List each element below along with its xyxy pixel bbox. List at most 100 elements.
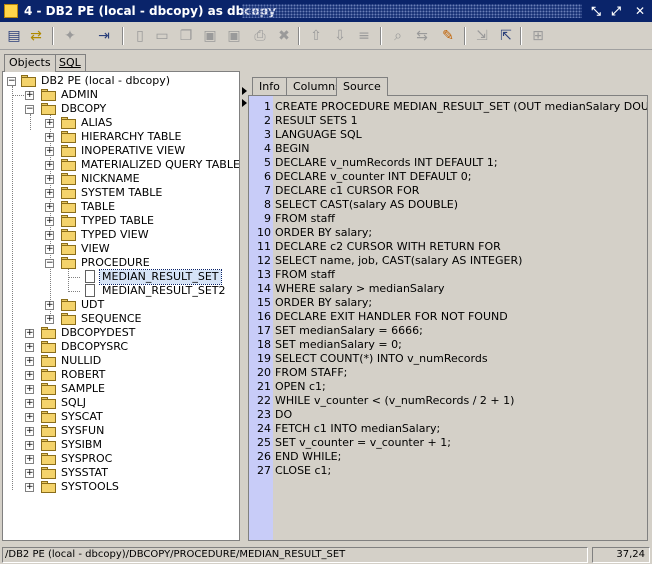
code-line[interactable]: DECLARE c1 CURSOR FOR <box>275 184 420 197</box>
code-line[interactable]: DECLARE c2 CURSOR WITH RETURN FOR <box>275 240 501 253</box>
code-line[interactable]: SET medianSalary = 0; <box>275 338 402 351</box>
folder-icon <box>61 299 77 311</box>
down-icon[interactable]: ⇩ <box>334 28 346 44</box>
open-icon[interactable]: ▭ <box>155 28 169 44</box>
code-line[interactable]: WHERE salary > medianSalary <box>275 282 445 295</box>
layout-icon[interactable]: ⊞ <box>532 28 544 44</box>
find-icon[interactable]: ⌕ <box>394 28 402 44</box>
step-icon[interactable]: ⇥ <box>98 28 110 44</box>
line-number: 8 <box>264 198 271 211</box>
delete-icon[interactable]: ✖ <box>278 28 290 44</box>
code-line[interactable]: SELECT name, job, CAST(salary AS INTEGER… <box>275 254 523 267</box>
restore-icon[interactable]: ⤡ <box>591 4 601 18</box>
procedure-icon <box>85 284 95 297</box>
code-line[interactable]: OPEN c1; <box>275 380 326 393</box>
properties-icon[interactable]: ▤ <box>7 28 21 44</box>
line-number: 13 <box>257 268 271 281</box>
code-line[interactable]: SET v_counter = v_counter + 1; <box>275 436 451 449</box>
folder-icon <box>41 439 57 451</box>
code-line[interactable]: SET medianSalary = 6666; <box>275 324 423 337</box>
folder-icon <box>41 425 57 437</box>
object-tree[interactable]: − DB2 PE (local - dbcopy) + ADMIN − DBCO… <box>2 71 240 541</box>
import-icon[interactable]: ⇲ <box>476 28 488 44</box>
tab-sql[interactable]: SQL <box>54 54 86 71</box>
code-line[interactable]: FETCH c1 INTO medianSalary; <box>275 422 441 435</box>
folder-icon <box>41 467 57 479</box>
tab-info[interactable]: Info <box>252 77 287 95</box>
replace-icon[interactable]: ⇆ <box>416 28 428 44</box>
copy-icon[interactable]: ❐ <box>179 28 193 44</box>
line-number: 15 <box>257 296 271 309</box>
line-number: 17 <box>257 324 271 337</box>
refresh-icon[interactable]: ⇄ <box>30 28 42 44</box>
folder-icon <box>61 313 77 325</box>
code-line[interactable]: ORDER BY salary; <box>275 226 373 239</box>
status-path: /DB2 PE (local - dbcopy)/DBCOPY/PROCEDUR… <box>2 547 588 563</box>
tab-source[interactable]: Source <box>336 77 388 96</box>
cursor-position: 37,24 <box>592 547 650 563</box>
line-number: 3 <box>264 128 271 141</box>
format-icon[interactable]: ✎ <box>442 28 454 44</box>
export-icon[interactable]: ⇱ <box>500 28 512 44</box>
code-line[interactable]: RESULT SETS 1 <box>275 114 358 127</box>
panel-splitter[interactable] <box>242 71 248 541</box>
line-number: 24 <box>257 422 271 435</box>
folder-icon <box>61 215 77 227</box>
folder-icon <box>61 117 77 129</box>
line-number: 19 <box>257 352 271 365</box>
code-line[interactable]: DECLARE v_numRecords INT DEFAULT 1; <box>275 156 498 169</box>
maximize-icon[interactable]: ⤢ <box>611 4 621 18</box>
line-number: 5 <box>264 156 271 169</box>
line-number: 16 <box>257 310 271 323</box>
code-line[interactable]: END WHILE; <box>275 450 342 463</box>
toolbar: ▤ ⇄ ✦ ⇥ ▯ ▭ ❐ ▣ ▣ ⎙ ✖ ⇧ ⇩ ≡ ⌕ ⇆ ✎ ⇲ ⇱ ⊞ <box>0 22 652 50</box>
code-line[interactable]: SELECT CAST(salary AS DOUBLE) <box>275 198 459 211</box>
line-number: 26 <box>257 450 271 463</box>
code-line[interactable]: BEGIN <box>275 142 310 155</box>
arrow-right-icon[interactable] <box>242 87 247 95</box>
code-line[interactable]: LANGUAGE SQL <box>275 128 362 141</box>
folder-open-icon <box>41 103 57 115</box>
code-line[interactable]: SELECT COUNT(*) INTO v_numRecords <box>275 352 488 365</box>
code-line[interactable]: FROM staff <box>275 268 335 281</box>
folder-icon <box>41 327 57 339</box>
close-icon[interactable]: ✕ <box>634 4 646 18</box>
line-number: 21 <box>257 380 271 393</box>
code-line[interactable]: CLOSE c1; <box>275 464 332 477</box>
code-line[interactable]: DECLARE EXIT HANDLER FOR NOT FOUND <box>275 310 508 323</box>
folder-icon <box>61 145 77 157</box>
code-line[interactable]: FROM staff <box>275 212 335 225</box>
code-line[interactable]: FROM STAFF; <box>275 366 348 379</box>
folder-icon <box>61 131 77 143</box>
folder-icon <box>41 89 57 101</box>
new-icon[interactable]: ▯ <box>136 28 144 44</box>
folder-icon <box>41 481 57 493</box>
line-number: 27 <box>257 464 271 477</box>
folder-icon <box>61 201 77 213</box>
line-number: 6 <box>264 170 271 183</box>
line-number: 11 <box>257 240 271 253</box>
line-number: 2 <box>264 114 271 127</box>
print-icon[interactable]: ⎙ <box>254 28 266 44</box>
folder-icon <box>61 229 77 241</box>
title-bar[interactable]: 4 - DB2 PE (local - dbcopy) as dbcopy ⤡ … <box>0 0 652 22</box>
code-line[interactable]: CREATE PROCEDURE MEDIAN_RESULT_SET (OUT … <box>275 100 648 113</box>
list-icon[interactable]: ≡ <box>358 28 370 44</box>
run-icon[interactable]: ✦ <box>64 28 76 44</box>
code-line[interactable]: WHILE v_counter < (v_numRecords / 2 + 1) <box>275 394 515 407</box>
save-icon[interactable]: ▣ <box>203 28 217 44</box>
save-as-icon[interactable]: ▣ <box>227 28 241 44</box>
folder-open-icon <box>21 75 37 87</box>
arrow-right-icon[interactable] <box>242 99 247 107</box>
line-number: 9 <box>264 212 271 225</box>
code-line[interactable]: ORDER BY salary; <box>275 296 373 309</box>
up-icon[interactable]: ⇧ <box>310 28 322 44</box>
code-line[interactable]: DO <box>275 408 293 421</box>
folder-icon <box>41 369 57 381</box>
code-line[interactable]: DECLARE v_counter INT DEFAULT 0; <box>275 170 472 183</box>
line-number: 25 <box>257 436 271 449</box>
folder-icon <box>41 383 57 395</box>
tab-objects[interactable]: Objects <box>4 54 56 72</box>
